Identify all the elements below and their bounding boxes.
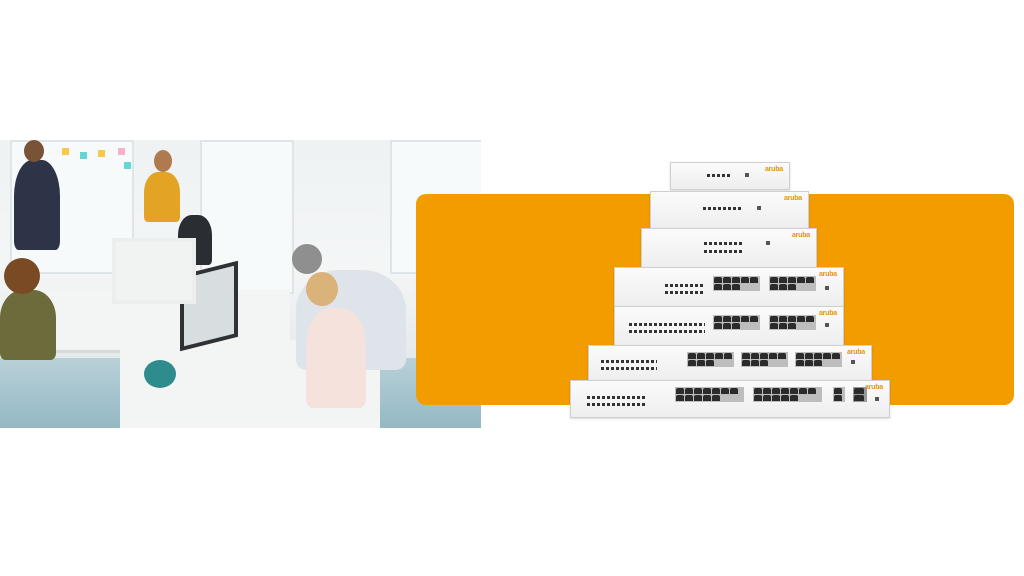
power-led [745, 173, 749, 177]
led-row [707, 174, 731, 177]
person-head [154, 150, 172, 172]
sticky-note [98, 150, 105, 157]
sticky-note [80, 152, 87, 159]
person [14, 160, 60, 250]
office-photo [0, 140, 481, 428]
person-head [306, 272, 338, 306]
person [144, 172, 180, 222]
orange-background-panel [416, 194, 1014, 405]
person [0, 290, 56, 360]
plant-pot [144, 360, 176, 388]
person-head [292, 244, 322, 274]
brand-logo: aruba [764, 166, 783, 173]
computer-monitor [112, 238, 196, 304]
network-switch: aruba [670, 162, 790, 190]
person [306, 308, 366, 408]
sticky-note [118, 148, 125, 155]
sticky-note [62, 148, 69, 155]
person-head [24, 140, 44, 162]
sticky-note [124, 162, 131, 169]
person-head [4, 258, 40, 294]
